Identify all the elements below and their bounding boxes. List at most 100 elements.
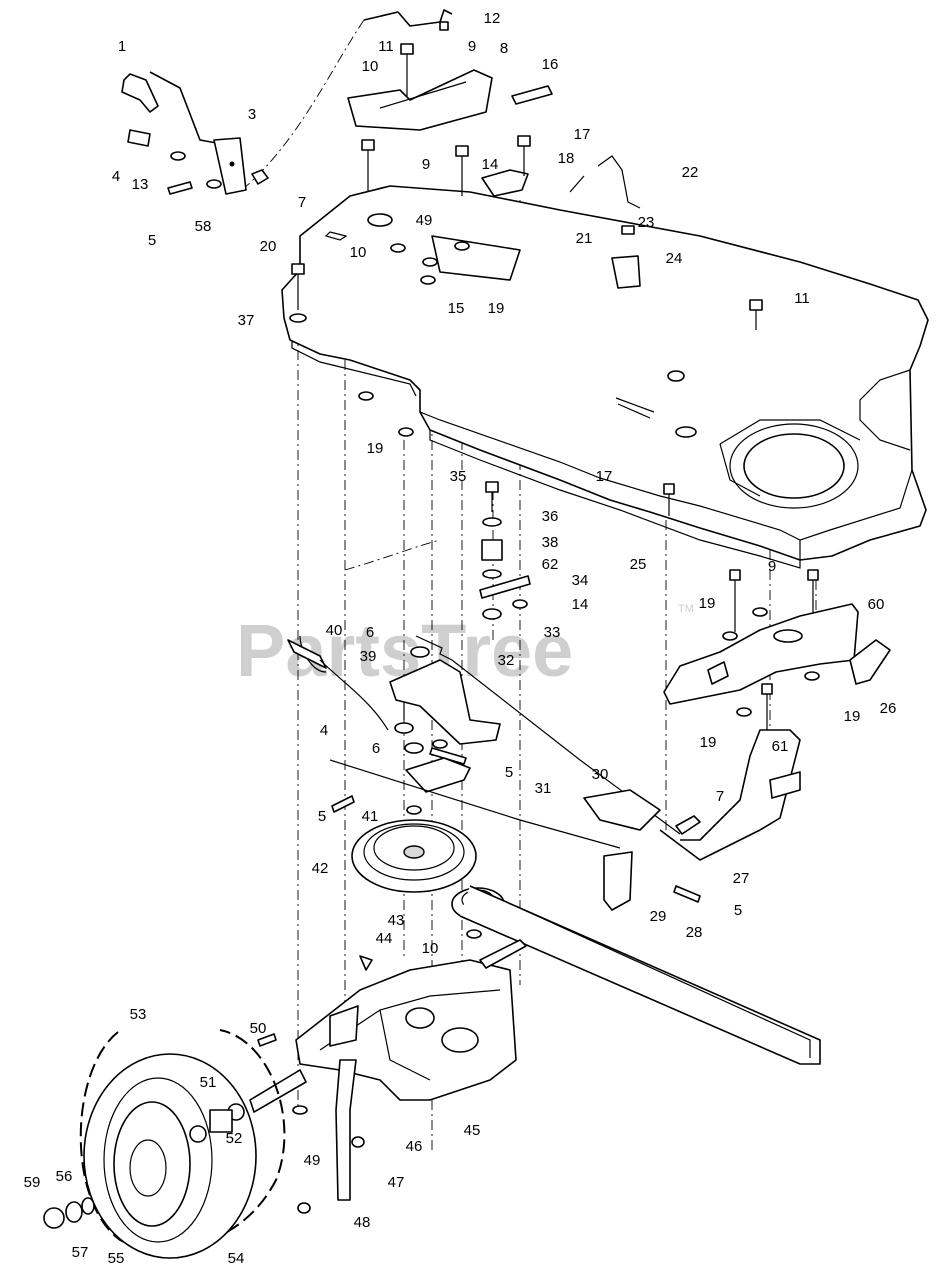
callout-9: 9 bbox=[422, 156, 430, 173]
callout-15: 15 bbox=[448, 300, 465, 317]
callout-9: 9 bbox=[768, 558, 776, 575]
callout-18: 18 bbox=[558, 150, 575, 167]
mid-assembly bbox=[287, 603, 891, 911]
callout-22: 22 bbox=[682, 164, 699, 181]
callout-37: 37 bbox=[238, 312, 255, 329]
callout-28: 28 bbox=[686, 924, 703, 941]
callout-54: 54 bbox=[228, 1250, 245, 1267]
pulleys bbox=[351, 819, 821, 1065]
knob-1 bbox=[121, 73, 159, 113]
callout-48: 48 bbox=[354, 1214, 371, 1231]
callout-62: 62 bbox=[542, 556, 559, 573]
callout-12: 12 bbox=[484, 10, 501, 27]
callout-6: 6 bbox=[366, 624, 374, 641]
callout-19: 19 bbox=[699, 595, 716, 612]
callout-7: 7 bbox=[716, 788, 724, 805]
callout-27: 27 bbox=[733, 870, 750, 887]
fasteners bbox=[127, 43, 820, 1115]
callout-8: 8 bbox=[500, 40, 508, 57]
callout-61: 61 bbox=[772, 738, 789, 755]
bolt-48 bbox=[297, 1202, 311, 1214]
bracket-18 bbox=[481, 169, 529, 197]
callout-57: 57 bbox=[72, 1244, 89, 1261]
callout-19: 19 bbox=[367, 440, 384, 457]
callout-42: 42 bbox=[312, 860, 329, 877]
callout-14: 14 bbox=[572, 596, 589, 613]
callout-7: 7 bbox=[298, 194, 306, 211]
callout-32: 32 bbox=[498, 652, 515, 669]
callout-19: 19 bbox=[700, 734, 717, 751]
pin-16 bbox=[511, 85, 553, 105]
callout-34: 34 bbox=[572, 572, 589, 589]
spring-41 bbox=[405, 757, 471, 793]
callout-36: 36 bbox=[542, 508, 559, 525]
callout-17: 17 bbox=[574, 126, 591, 143]
callout-9: 9 bbox=[468, 38, 476, 55]
callout-20: 20 bbox=[260, 238, 277, 255]
callout-60: 60 bbox=[868, 596, 885, 613]
rod-12 bbox=[363, 9, 453, 27]
callout-50: 50 bbox=[250, 1020, 267, 1037]
rim-55 bbox=[113, 1101, 191, 1227]
bolt-46 bbox=[351, 1136, 365, 1148]
callout-29: 29 bbox=[650, 908, 667, 925]
callout-44: 44 bbox=[376, 930, 393, 947]
callout-52: 52 bbox=[226, 1130, 243, 1147]
bracket-3 bbox=[213, 137, 247, 195]
key-50 bbox=[257, 1033, 277, 1047]
callout-3: 3 bbox=[248, 106, 256, 123]
callout-4: 4 bbox=[320, 722, 328, 739]
washer-56 bbox=[65, 1201, 83, 1223]
spacer-52 bbox=[209, 1109, 233, 1133]
callout-49: 49 bbox=[304, 1152, 321, 1169]
bracket-47 bbox=[329, 1005, 359, 1047]
callout-46: 46 bbox=[406, 1138, 423, 1155]
callout-5: 5 bbox=[318, 808, 326, 825]
grip-26 bbox=[849, 639, 891, 685]
callout-13: 13 bbox=[132, 176, 149, 193]
chassis-frame bbox=[281, 185, 929, 569]
callout-10: 10 bbox=[362, 58, 379, 75]
axle-right bbox=[479, 939, 527, 969]
belt-28 bbox=[459, 885, 821, 1065]
plate-34 bbox=[479, 575, 531, 599]
callout-17: 17 bbox=[596, 468, 613, 485]
callout-1: 1 bbox=[118, 38, 126, 55]
callout-40: 40 bbox=[326, 622, 343, 639]
callout-26: 26 bbox=[880, 700, 897, 717]
callout-41: 41 bbox=[362, 808, 379, 825]
wheel bbox=[43, 1029, 365, 1259]
callout-51: 51 bbox=[200, 1074, 217, 1091]
callout-25: 25 bbox=[630, 556, 647, 573]
callout-43: 43 bbox=[388, 912, 405, 929]
callout-5: 5 bbox=[505, 764, 513, 781]
callout-23: 23 bbox=[638, 214, 655, 231]
callout-21: 21 bbox=[576, 230, 593, 247]
watermark-trademark: TM bbox=[678, 603, 694, 615]
callout-24: 24 bbox=[666, 250, 683, 267]
callout-35: 35 bbox=[450, 468, 467, 485]
callout-5: 5 bbox=[734, 902, 742, 919]
callout-11: 11 bbox=[794, 290, 810, 307]
callout-30: 30 bbox=[592, 766, 609, 783]
bracket-29 bbox=[603, 851, 633, 911]
top-linkage bbox=[121, 9, 641, 289]
key-44 bbox=[359, 955, 373, 971]
callout-5: 5 bbox=[148, 232, 156, 249]
bracket-60 bbox=[663, 603, 859, 705]
callout-10: 10 bbox=[350, 244, 367, 261]
callout-49: 49 bbox=[416, 212, 433, 229]
callout-16: 16 bbox=[542, 56, 559, 73]
callout-19: 19 bbox=[844, 708, 861, 725]
lever-27 bbox=[659, 729, 801, 861]
spring-40 bbox=[287, 639, 327, 669]
callout-45: 45 bbox=[464, 1122, 481, 1139]
callout-58: 58 bbox=[195, 218, 212, 235]
bracket-8 bbox=[347, 69, 493, 131]
transmission bbox=[249, 939, 527, 1201]
callout-55: 55 bbox=[108, 1250, 125, 1267]
callout-47: 47 bbox=[388, 1174, 405, 1191]
bracket-24 bbox=[611, 255, 641, 289]
